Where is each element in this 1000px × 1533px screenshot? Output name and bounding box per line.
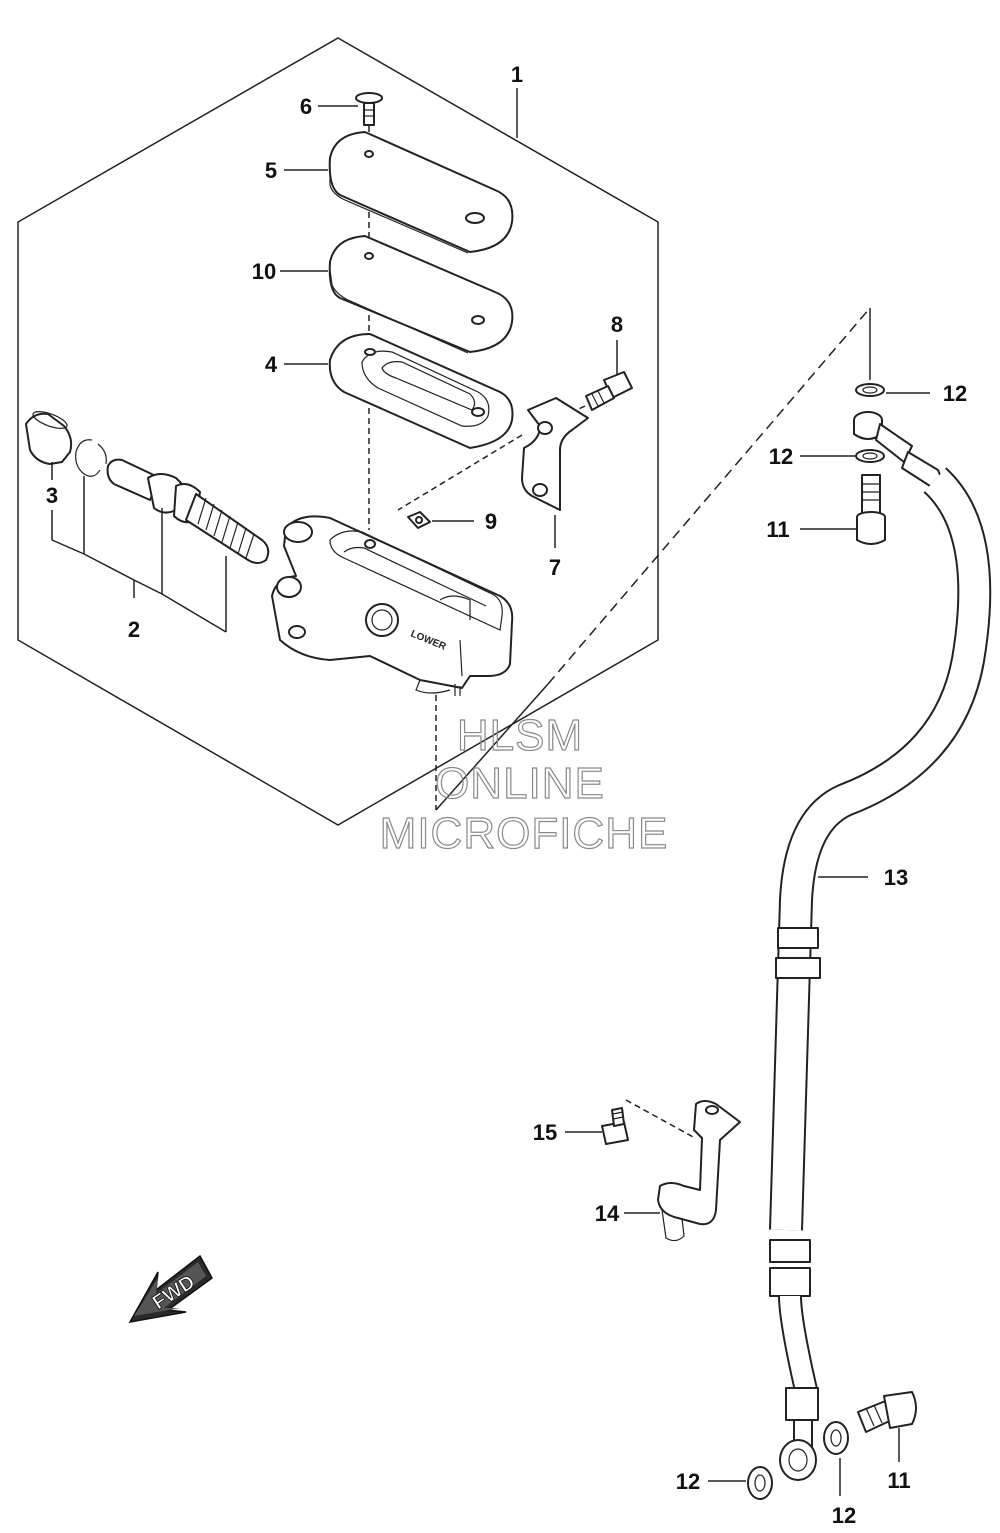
- bracket-2-c: [161, 593, 227, 633]
- section-line-a: [435, 683, 549, 811]
- label-11b: 11: [887, 1468, 910, 1493]
- label-12d: 12: [832, 1503, 856, 1528]
- bracket-2-a: [133, 579, 163, 595]
- banjo-bolt-11-bottom: [857, 1391, 917, 1433]
- brake-hose-13: [769, 451, 992, 1481]
- watermark-line2: ONLINE: [435, 759, 605, 808]
- axis-line-clamp: [397, 434, 523, 511]
- bolt-8: [585, 371, 633, 411]
- bracket-14: [657, 1100, 741, 1242]
- label-15: 15: [533, 1120, 557, 1145]
- watermark-line3: MICROFICHE: [380, 809, 669, 858]
- reservoir-cap-5: [328, 131, 514, 254]
- bolt-15: [601, 1107, 629, 1145]
- label-1: 1: [511, 62, 523, 87]
- label-3: 3: [46, 483, 58, 508]
- plate-10: [328, 235, 514, 354]
- label-4: 4: [265, 352, 278, 377]
- section-line-b: [547, 307, 871, 685]
- assembly-hexagon: [17, 37, 659, 826]
- label-13: 13: [884, 865, 908, 890]
- label-12a: 12: [943, 381, 967, 406]
- banjo-bolt-11-top: [856, 474, 886, 545]
- label-9: 9: [485, 509, 497, 534]
- fwd-arrow-icon: FWD: [128, 1254, 213, 1324]
- circlip: [75, 439, 107, 477]
- label-2: 2: [128, 617, 140, 642]
- washer-12-bottom-right: [823, 1421, 849, 1455]
- washer-12-second: [855, 449, 885, 463]
- label-10: 10: [252, 259, 276, 284]
- label-8: 8: [611, 312, 623, 337]
- label-5: 5: [265, 158, 277, 183]
- bracket-2-link: [83, 553, 135, 581]
- watermark-line1: HLSM: [457, 711, 583, 760]
- master-cylinder-body: LOWER: [271, 515, 514, 696]
- label-12b: 12: [769, 444, 793, 469]
- label-14: 14: [595, 1201, 620, 1226]
- label-11a: 11: [766, 517, 789, 542]
- clamp-7: [521, 397, 589, 511]
- axis-line-bracket: [625, 1099, 696, 1139]
- piston-2: [106, 458, 270, 564]
- washer-12-top: [855, 383, 885, 397]
- washer-12-bottom-left: [747, 1466, 773, 1500]
- part-9: [407, 511, 431, 529]
- diaphragm-4: [328, 333, 514, 449]
- label-12c: 12: [676, 1469, 700, 1494]
- screw-6: [355, 92, 383, 126]
- dust-boot-3: [25, 411, 73, 465]
- label-7: 7: [549, 555, 561, 580]
- label-6: 6: [300, 94, 312, 119]
- bracket-3-join: [51, 539, 85, 555]
